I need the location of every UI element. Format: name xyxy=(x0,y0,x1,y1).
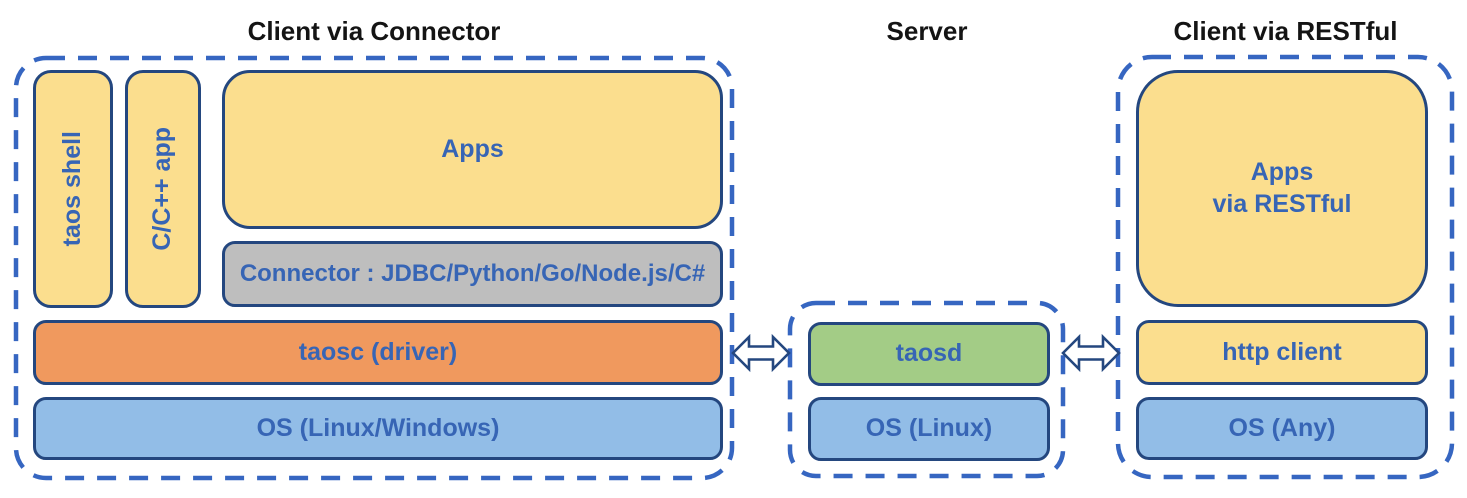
box-http-client: http client xyxy=(1136,320,1428,385)
http-client-label: http client xyxy=(1222,337,1342,366)
connector-label: Connector : JDBC/Python/Go/Node.js/C# xyxy=(239,260,706,287)
section-title-server: Server xyxy=(886,16,968,46)
restful-client-group-border xyxy=(1115,54,1455,480)
section-title-client-via-restful: Client via RESTful xyxy=(1173,16,1398,46)
taosd-label: taosd xyxy=(895,339,963,368)
box-connector: Connector : JDBC/Python/Go/Node.js/C# xyxy=(222,241,723,307)
double-headed-arrow-icon xyxy=(1061,333,1121,373)
apps-via-restful-label: Apps via RESTful xyxy=(1213,157,1352,220)
box-taos-shell: taos shell xyxy=(33,70,113,308)
section-title-client-via-connector: Client via Connector xyxy=(247,16,501,46)
os-linux-label: OS (Linux) xyxy=(865,414,993,443)
box-apps-via-restful: Apps via RESTful xyxy=(1136,70,1428,307)
taosc-label: taosc (driver) xyxy=(298,337,458,366)
os-any-label: OS (Any) xyxy=(1228,413,1336,442)
double-headed-arrow-icon xyxy=(731,333,791,373)
box-cpp-app: C/C++ app xyxy=(125,70,201,308)
box-taosd: taosd xyxy=(808,322,1050,386)
box-os-linux-windows: OS (Linux/Windows) xyxy=(33,397,723,460)
box-os-linux: OS (Linux) xyxy=(808,397,1050,461)
cpp-app-label: C/C++ app xyxy=(148,127,177,251)
server-group-border xyxy=(787,300,1066,479)
apps-label: Apps xyxy=(441,134,504,163)
apps-via-restful-line2: via RESTful xyxy=(1212,189,1352,218)
box-taosc-driver: taosc (driver) xyxy=(33,320,723,385)
taos-shell-label: taos shell xyxy=(58,131,87,247)
box-apps: Apps xyxy=(222,70,723,229)
os-linux-windows-label: OS (Linux/Windows) xyxy=(256,413,500,442)
apps-via-restful-line1: Apps xyxy=(1250,158,1314,187)
box-os-any: OS (Any) xyxy=(1136,397,1428,460)
client-connector-group-border xyxy=(13,55,735,481)
